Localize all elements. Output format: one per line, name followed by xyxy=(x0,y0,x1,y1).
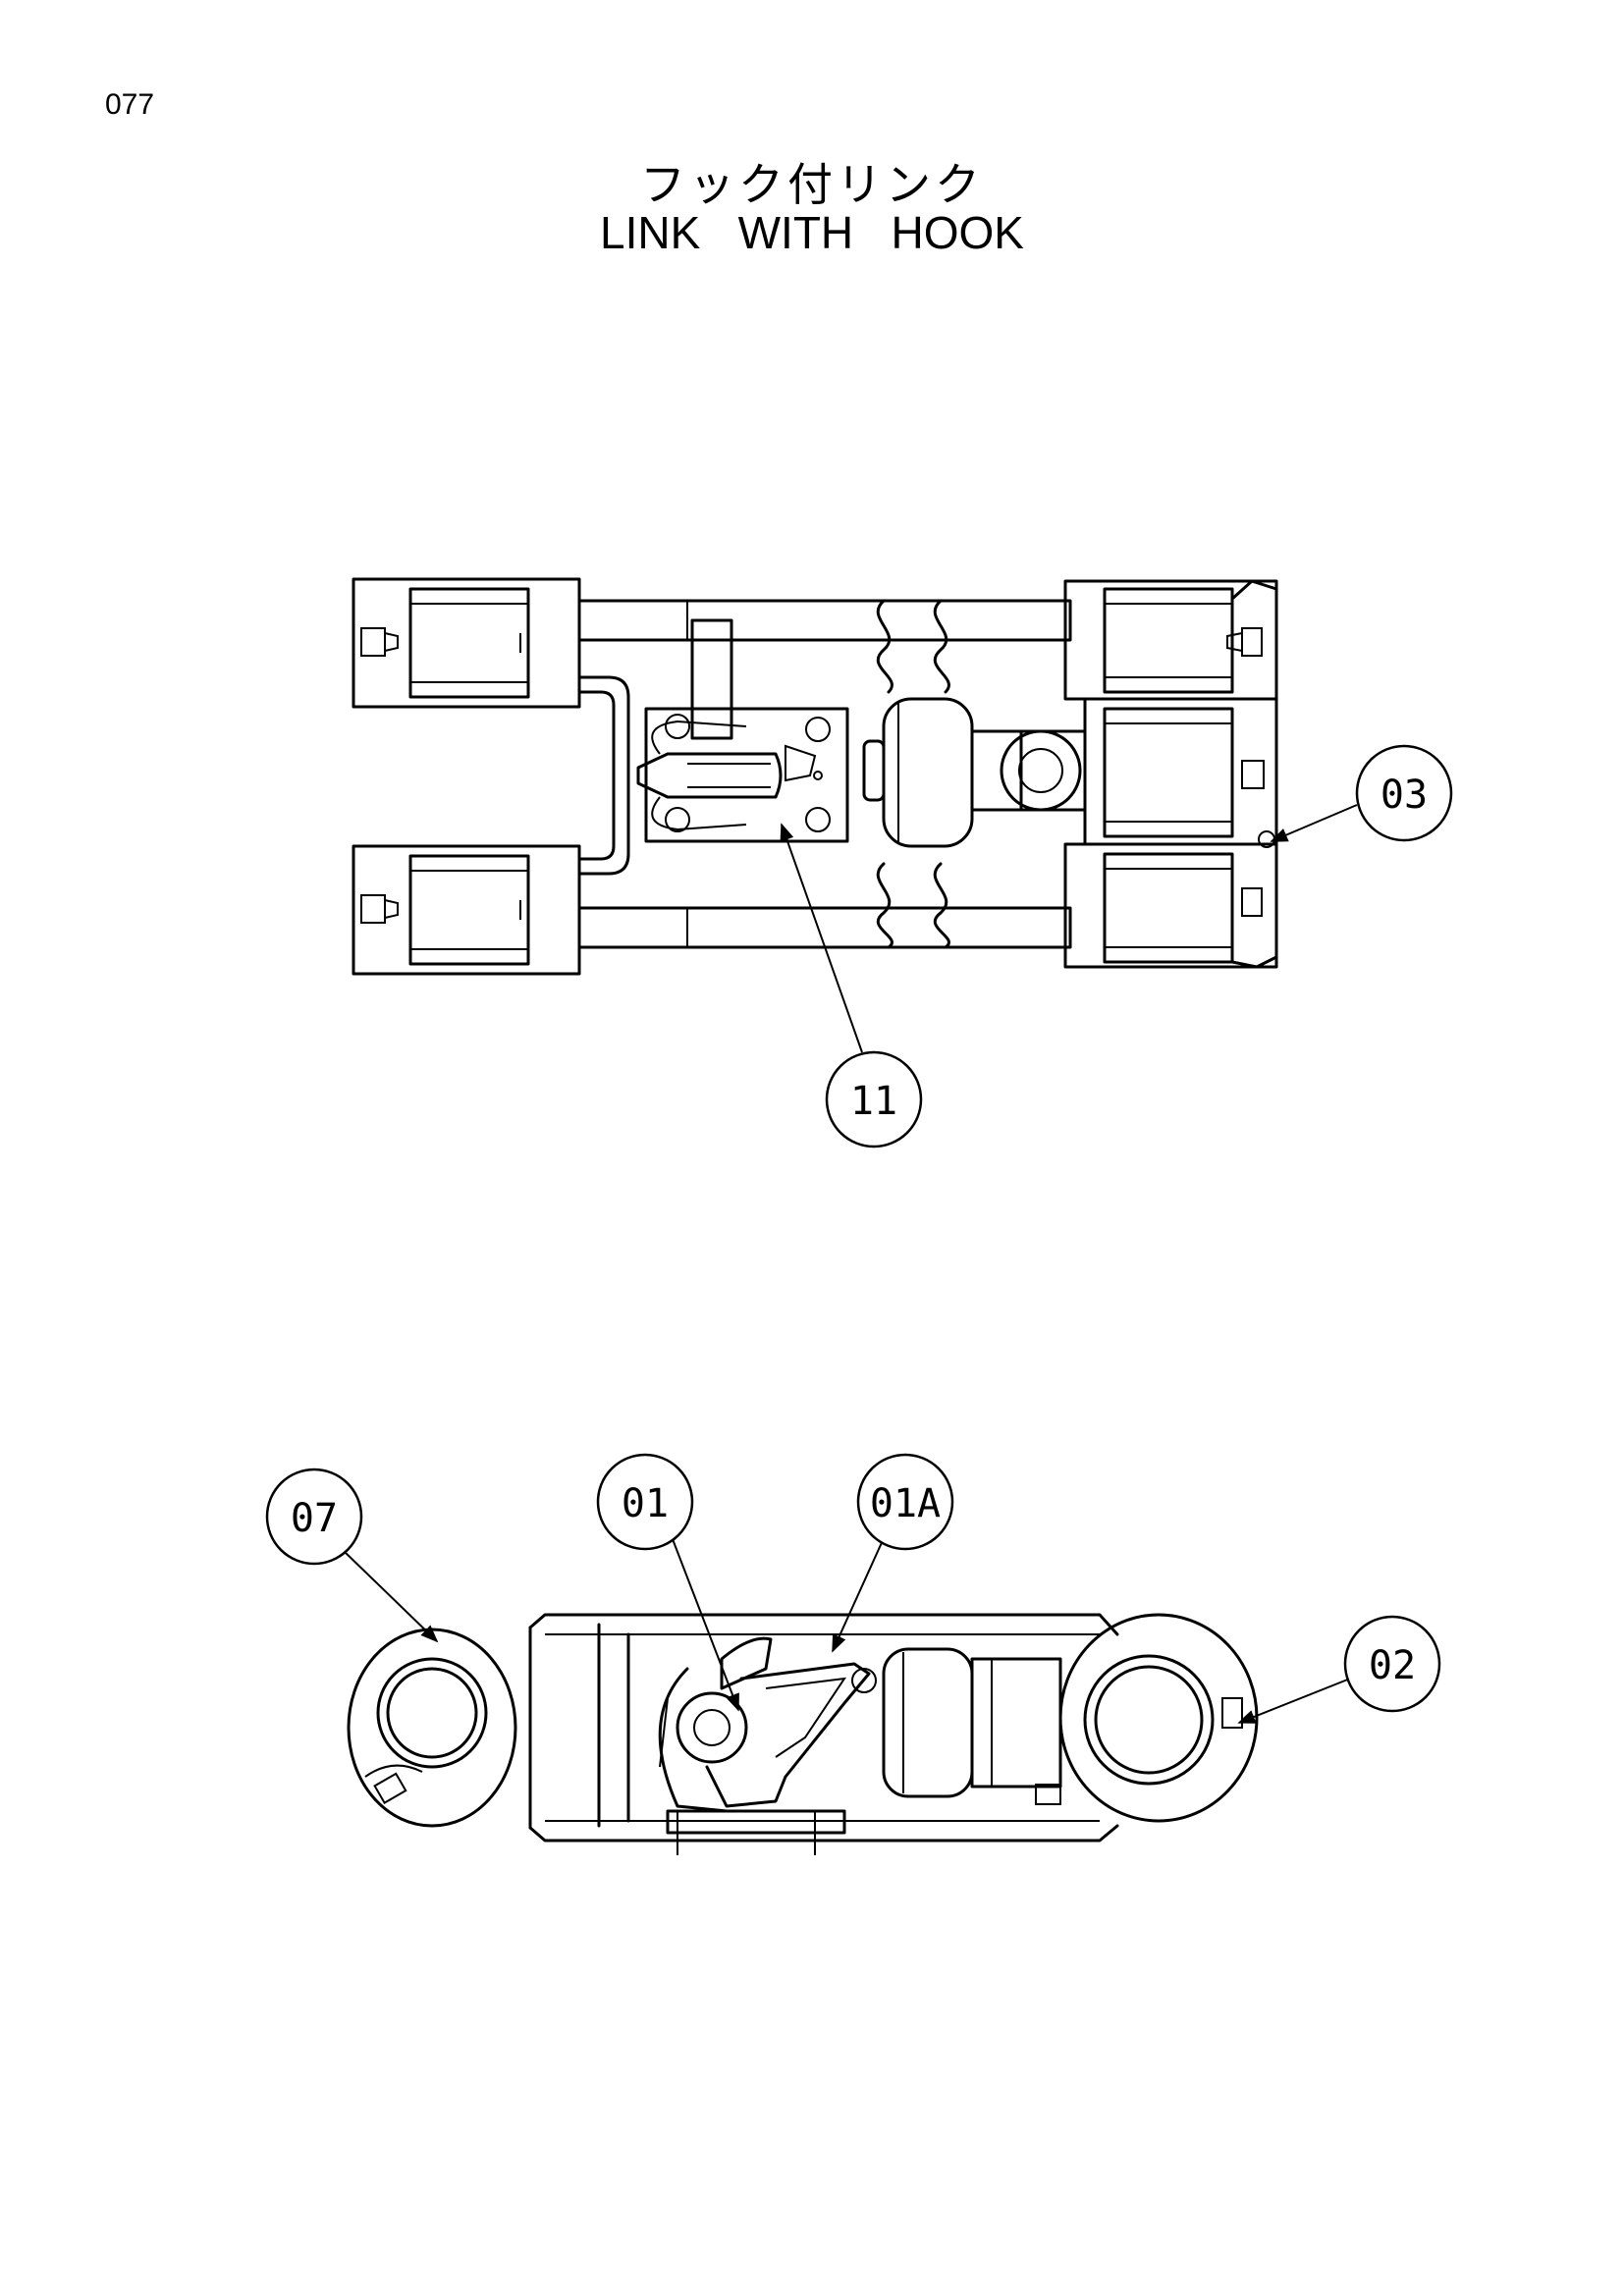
svg-text:01A: 01A xyxy=(870,1481,941,1526)
callout-01a: 01A xyxy=(832,1453,954,1653)
callout-03: 03 xyxy=(1270,744,1453,842)
svg-text:02: 02 xyxy=(1369,1643,1416,1688)
callout-11: 11 xyxy=(780,823,923,1148)
svg-text:07: 07 xyxy=(291,1496,338,1541)
callout-01: 01 xyxy=(596,1453,739,1712)
callout-02: 02 xyxy=(1237,1615,1441,1724)
side-view-drawing xyxy=(347,1613,1259,1855)
title-japanese: フック付リンク xyxy=(640,158,984,211)
svg-text:03: 03 xyxy=(1380,773,1428,818)
title-english: LINK WITH HOOK xyxy=(600,207,1024,258)
page-number: 077 xyxy=(105,88,155,121)
svg-text:01: 01 xyxy=(622,1481,669,1526)
top-view-drawing xyxy=(352,577,1278,976)
callout-07: 07 xyxy=(265,1468,439,1643)
svg-text:11: 11 xyxy=(850,1079,897,1124)
